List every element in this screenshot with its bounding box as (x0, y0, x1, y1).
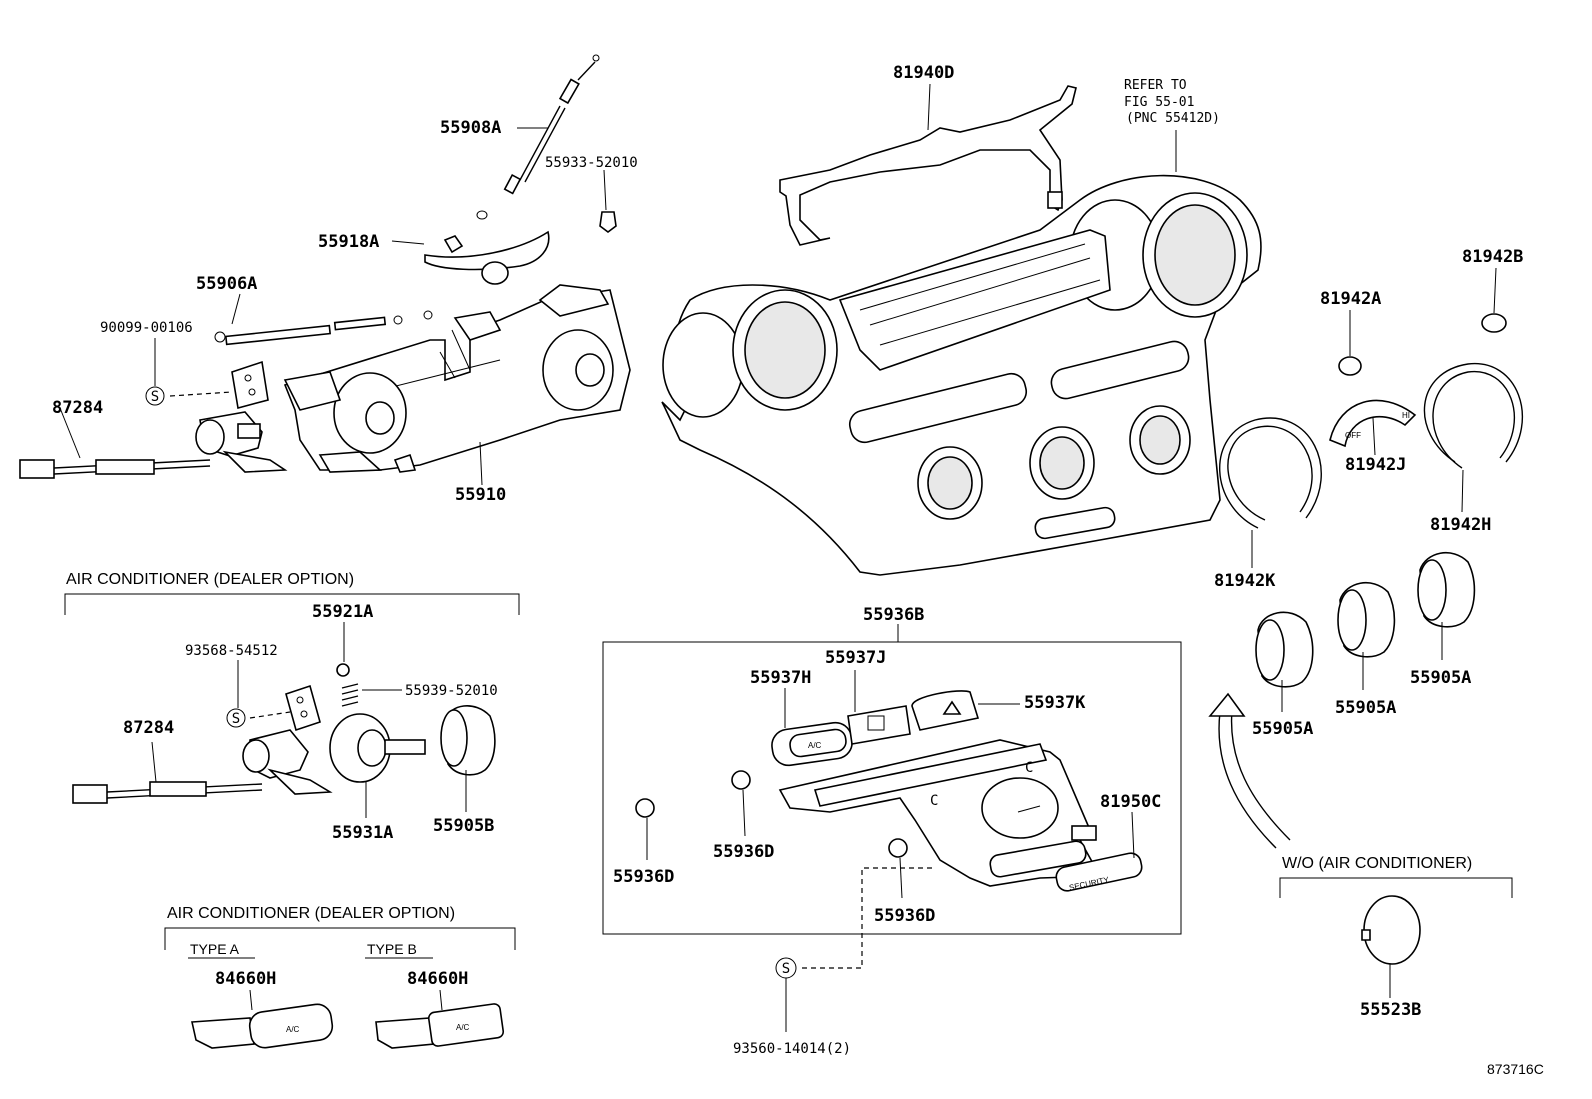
switch-bracket: C C (778, 739, 1102, 887)
refer-note-line-3: (PNC 55412D) (1126, 111, 1220, 126)
label-55936B: 55936B (863, 605, 924, 625)
bulb-55921A (336, 622, 350, 677)
figure-id: 873716C (1487, 1061, 1544, 1077)
label-55937J: 55937J (825, 648, 886, 668)
label-84660H-a: 84660H (215, 969, 276, 989)
label-87284-top: 87284 (52, 398, 103, 418)
scale-hi-text: HI (1402, 411, 1410, 420)
label-81950C: 81950C (1100, 792, 1161, 812)
switch-55937H: A/C (771, 688, 853, 767)
plug-55523B (1361, 895, 1421, 998)
ac-dealer-title-2: AIR CONDITIONER (DEALER OPTION) (167, 905, 455, 922)
ring-81942B (1481, 267, 1507, 333)
s-mark-2: S (232, 711, 240, 727)
label-55933-52010: 55933-52010 (545, 155, 638, 171)
label-81940D: 81940D (893, 63, 954, 83)
label-55905A-2: 55905A (1335, 698, 1396, 718)
label-55910: 55910 (455, 485, 506, 505)
label-55905A-3: 55905A (1410, 668, 1471, 688)
scale-81942J: OFF HI (1329, 399, 1417, 456)
clip-55933 (599, 169, 617, 233)
label-90099-00106: 90099-00106 (100, 320, 193, 336)
label-93568-54512: 93568-54512 (185, 643, 278, 659)
screw-93560: S (775, 867, 932, 1032)
bulbs-55936D (635, 770, 908, 899)
blower-switch-87284-top (19, 407, 288, 479)
rod-55906A (214, 293, 433, 346)
ac-a-text: A/C (286, 1025, 300, 1034)
label-84660H-b: 84660H (407, 969, 468, 989)
label-55937H: 55937H (750, 668, 811, 688)
scale-off-text: OFF (1345, 431, 1361, 440)
assembly-box (602, 624, 1182, 935)
label-81942K: 81942K (1214, 571, 1276, 591)
knob-55905B (440, 705, 496, 812)
cluster-finish-panel (661, 130, 1262, 576)
label-55905B: 55905B (433, 816, 494, 836)
switch-55937K (911, 690, 1020, 731)
label-55936D-2: 55936D (713, 842, 774, 862)
wo-ac-title: W/O (AIR CONDITIONER) (1282, 855, 1472, 872)
refer-note-line-1: REFER TO (1124, 78, 1187, 93)
refer-note-line-2: FIG 55-01 (1124, 95, 1194, 110)
spring-55939 (341, 683, 402, 707)
s-mark-3: S (782, 961, 790, 977)
cable-55908A (476, 54, 600, 220)
switch-87284-ac (72, 729, 333, 804)
ac-switch-type-b: A/C (375, 989, 505, 1049)
type-b-title: TYPE B (367, 941, 417, 957)
label-55939-52010: 55939-52010 (405, 683, 498, 699)
label-81942A: 81942A (1320, 289, 1381, 309)
label-55918A: 55918A (318, 232, 379, 252)
s-mark-1: S (151, 389, 159, 405)
ac-h-text: A/C (808, 741, 822, 750)
type-a-title: TYPE A (190, 941, 240, 957)
label-55921A: 55921A (312, 602, 373, 622)
label-55905A-1: 55905A (1252, 719, 1313, 739)
label-55936D-3: 55936D (874, 906, 935, 926)
label-81942B: 81942B (1462, 247, 1523, 267)
ac-switch-type-a: A/C (191, 989, 334, 1049)
ac-b-text: A/C (456, 1023, 470, 1032)
curved-arrow (1208, 692, 1291, 849)
switch-55937J (847, 670, 911, 745)
ac-dealer-title-1: AIR CONDITIONER (DEALER OPTION) (66, 571, 354, 588)
label-87284-ac: 87284 (123, 718, 174, 738)
label-55937K: 55937K (1024, 693, 1086, 713)
ring-81942H (1423, 363, 1523, 513)
label-55936D-1: 55936D (613, 867, 674, 887)
bracket-left: S (145, 338, 269, 409)
label-81942H: 81942H (1430, 515, 1491, 535)
ac-dealer-bracket-1: AIR CONDITIONER (DEALER OPTION) (64, 571, 520, 615)
ring-81942A (1338, 310, 1362, 376)
label-55523B: 55523B (1360, 1000, 1421, 1020)
knob-55905A-1 (1255, 611, 1314, 712)
bracket-c-1: C (930, 793, 938, 809)
label-55906A: 55906A (196, 274, 257, 294)
label-93560-14014: 93560-14014(2) (733, 1041, 851, 1057)
switch-55931A (329, 713, 426, 818)
label-81942J: 81942J (1345, 455, 1406, 475)
knob-55905A-2 (1337, 582, 1396, 690)
ac-dealer-bracket-2: AIR CONDITIONER (DEALER OPTION) TYPE A T… (164, 905, 516, 959)
label-55908A: 55908A (440, 118, 501, 138)
bracket-c-2: C (1025, 760, 1033, 776)
wire-harness-81940D (779, 83, 1077, 246)
lever-55918A (391, 230, 550, 285)
bracket-ac: S (226, 660, 321, 732)
control-housing-55910 (283, 284, 631, 486)
wo-ac-bracket: W/O (AIR CONDITIONER) (1279, 855, 1513, 898)
ring-81942K (1219, 417, 1322, 568)
label-55931A: 55931A (332, 823, 393, 843)
knob-55905A-3 (1417, 552, 1476, 660)
